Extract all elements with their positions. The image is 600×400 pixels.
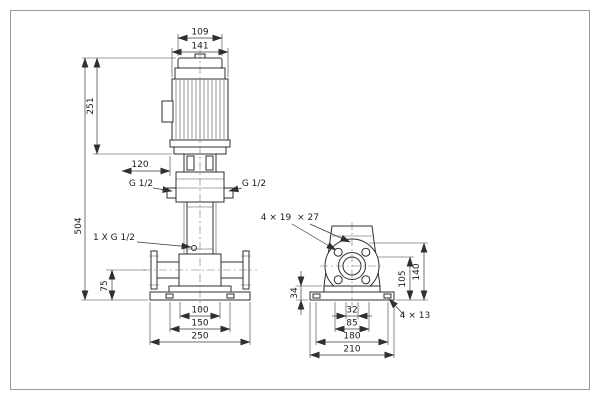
front-view: 109 141 251 504 75 120 G 1/2 G 1/2 1 X G…: [74, 28, 266, 346]
flange-holes-label: 4 × 19: [261, 213, 292, 223]
motor-fins: [175, 80, 225, 139]
dim-85-label: 85: [346, 319, 357, 329]
dim-504-label: 504: [74, 217, 84, 234]
leader-port-left: [152, 186, 173, 193]
leader-base-holes: [388, 298, 405, 316]
dim-105-label: 105: [398, 270, 408, 287]
dim-34-label: 34: [290, 287, 300, 299]
centerlines: [143, 50, 257, 310]
dim-251-label: 251: [86, 97, 96, 114]
dim-210-label: 210: [343, 345, 360, 355]
bolt-hole: [361, 247, 371, 257]
dim-250-label: 250: [191, 332, 208, 342]
dim-180-label: 180: [343, 332, 360, 342]
port-right-label: G 1/2: [242, 179, 266, 189]
dim-150-label: 150: [191, 319, 208, 329]
side-centerlines: [320, 222, 384, 308]
flange-face-label: × 27: [297, 213, 319, 223]
leader-flange-face: [309, 223, 351, 243]
leader-drain: [136, 241, 192, 250]
port-right: [223, 187, 234, 199]
dim-100-label: 100: [191, 306, 208, 316]
side-view: 4 × 19 × 27 34 105 140 32 85 180 210 4 ×…: [261, 213, 430, 359]
dim-140-label: 140: [412, 263, 422, 280]
port-left: [166, 187, 177, 199]
drawing-border: [10, 10, 590, 390]
side-dimensions: 4 × 19 × 27 34 105 140 32 85 180 210 4 ×…: [261, 213, 430, 359]
drain-label: 1 X G 1/2: [93, 233, 135, 243]
bolt-hole: [361, 275, 371, 285]
dim-32-label: 32: [346, 306, 357, 316]
terminal-box: [161, 100, 174, 123]
leader-port-right: [228, 185, 243, 193]
leader-flange-holes: [291, 223, 337, 251]
dim-75-label: 75: [100, 280, 110, 291]
front-dimensions: 109 141 251 504 75 120 G 1/2 G 1/2 1 X G…: [74, 28, 266, 346]
dim-120-label: 120: [131, 160, 148, 170]
bolt-hole: [333, 275, 343, 285]
base-holes-label: 4 × 13: [400, 311, 430, 321]
dim-141-label: 141: [191, 42, 208, 52]
drain-plug: [191, 245, 197, 251]
dim-109-label: 109: [191, 28, 208, 38]
port-left-label: G 1/2: [129, 179, 153, 189]
